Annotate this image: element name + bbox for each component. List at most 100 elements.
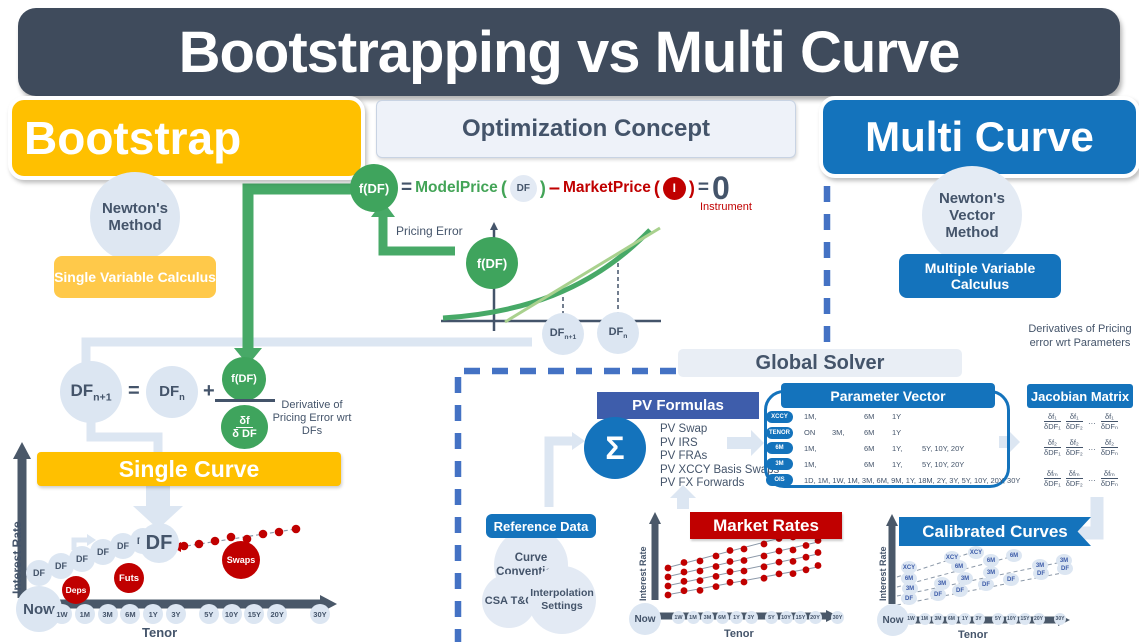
newton-droplines — [562, 263, 619, 318]
market-origin: Now — [629, 603, 661, 635]
calibrated-ylabel: Interest Rate — [878, 546, 888, 601]
zero-value: 0 — [711, 169, 730, 206]
tenor-tick: 1W — [905, 613, 917, 625]
tenor-tick: 1M — [686, 611, 700, 624]
curve-label-pill: 6M — [766, 442, 793, 455]
tenor-tick: 20Y — [267, 604, 288, 624]
optimization-concept-title: Optimization Concept — [376, 100, 796, 158]
tenor-tick: 1Y — [143, 604, 164, 624]
tenor-tick: 1W — [52, 604, 72, 624]
tenor-tick: 10Y — [779, 611, 793, 624]
graph-df-n-chip: DFn — [597, 312, 639, 354]
iteration-df-next: DFn+1 — [60, 361, 122, 423]
tenor-tick: 15Y — [794, 611, 807, 624]
df-argument-chip: DF — [509, 174, 537, 202]
instrument-label: Instrument — [700, 201, 752, 213]
parameter-vector-rows: XCCY 1M, 6M 1Y TENOR ON 3M, 6M 1Y 6M 1M,… — [766, 409, 1020, 488]
tenor-tick: 10Y — [221, 604, 242, 624]
single-variable-calculus-box: Single Variable Calculus — [54, 256, 216, 298]
xcy-curve-node: XCY — [968, 546, 984, 559]
tenor-tick: 5Y — [992, 613, 1004, 625]
tenor-tick: 3M — [97, 604, 118, 624]
deps-instrument-circle: Deps — [62, 576, 90, 604]
market-price-label: MarketPrice — [562, 179, 651, 196]
jacobian-header: Jacobian Matrix — [1027, 384, 1133, 408]
green-elbow-arrow — [242, 183, 352, 350]
tenor-tick: 6M — [945, 613, 958, 625]
tenor-tick: 5Y — [198, 604, 219, 624]
minus-sign: – — [548, 176, 560, 199]
df-curve-node: DF — [952, 584, 968, 597]
tenor-tick: 20Y — [1032, 613, 1045, 625]
tenor-tick: 1W — [672, 611, 685, 624]
tenor-tick: 20Y — [808, 611, 822, 624]
df-curve-node: DF — [1033, 567, 1049, 580]
curve-label-pill: XCCY — [766, 410, 793, 423]
mini-up-arrowhead — [490, 222, 498, 230]
pv-formula-item: PV FRAs — [660, 450, 708, 462]
futs-instrument-circle: Futs — [114, 563, 144, 593]
iteration-plus: + — [203, 380, 215, 402]
tenor-tick: 3Y — [165, 604, 186, 624]
parameter-vector-row: TENOR ON 3M, 6M 1Y — [766, 425, 1010, 441]
fraction-bar — [215, 399, 275, 402]
derivative-circle: δf δ DF — [221, 405, 268, 449]
derivative-note: Derivative of Pricing Error wrt DFs — [272, 399, 352, 437]
calibrated-curves-banner: Calibrated Curves — [899, 517, 1091, 546]
market-yaxis-arrowhead — [649, 512, 661, 524]
iteration-df-n: DFn — [146, 366, 198, 418]
fdf-circle: f(DF) — [350, 164, 398, 212]
newtons-method-circle: Newton's Method — [90, 172, 180, 262]
df-curve-node: DF — [1057, 562, 1073, 575]
tenor-tick: 3M — [701, 611, 714, 624]
iteration-fdf-circle: f(DF) — [222, 357, 266, 401]
interpolation-settings-circle: Interpolation Settings — [528, 566, 596, 634]
tenor-tick: 30Y — [831, 611, 844, 624]
tenor-tick: 1Y — [959, 613, 971, 625]
multiple-variable-calculus-box: Multiple Variable Calculus — [899, 254, 1061, 298]
tenor-tick: 6M — [715, 611, 729, 624]
curve-label-pill: 3M — [766, 458, 793, 471]
sigma-icon: Σ — [584, 417, 646, 479]
parameter-vector-row: 6M 1M, 6M 1Y, 5Y, 10Y, 20Y — [766, 441, 1010, 457]
equals-sign-2: = — [697, 177, 709, 198]
graph-df-next-chip: DFn+1 — [542, 313, 584, 355]
tenor-tick: 3Y — [972, 613, 985, 625]
tenor-tick: 3Y — [744, 611, 758, 624]
fdf-error-circle: f(DF) — [466, 237, 518, 289]
tenor-tick: 3M — [932, 613, 944, 625]
tenor-tick: 10Y — [1005, 613, 1018, 625]
newton-tangent — [504, 226, 661, 324]
parameter-vector-header: Parameter Vector — [781, 383, 995, 408]
df-curve-node: DF — [901, 592, 917, 605]
parameter-vector-row: 3M 1M, 6M 1Y, 5Y, 10Y, 20Y — [766, 456, 1010, 472]
market-ylabel: Interest Rate — [638, 546, 648, 601]
tenor-tick: 5Y — [765, 611, 778, 624]
tenor-tick: 15Y — [1019, 613, 1031, 625]
bootstrap-yaxis-arrowhead — [13, 442, 31, 459]
global-solver-banner: Global Solver — [678, 349, 962, 377]
open-paren-red: ( — [653, 177, 660, 198]
curve-label-pill: OIS — [766, 474, 793, 487]
market-rates-banner: Market Rates — [690, 512, 842, 539]
close-paren: ) — [539, 177, 546, 198]
reference-data-header: Reference Data — [486, 514, 596, 538]
tenor-tick: 15Y — [244, 604, 265, 624]
market-xlabel: Tenor — [724, 628, 754, 640]
calibrated-xlabel: Tenor — [958, 629, 988, 641]
reference-to-sigma-arrow — [544, 436, 572, 507]
open-paren: ( — [500, 177, 507, 198]
single-curve-banner: Single Curve — [37, 452, 341, 486]
sixm-curve-node: 6M — [1006, 549, 1022, 562]
tenor-tick: 1Y — [730, 611, 743, 624]
df-chip: DF — [26, 560, 52, 586]
iteration-equals: = — [128, 380, 140, 402]
df-curve-node: DF — [1003, 573, 1019, 586]
curve-label-pill: TENOR — [766, 426, 793, 439]
bootstrap-xlabel: Tenor — [142, 625, 178, 640]
equals-sign: = — [401, 177, 413, 198]
